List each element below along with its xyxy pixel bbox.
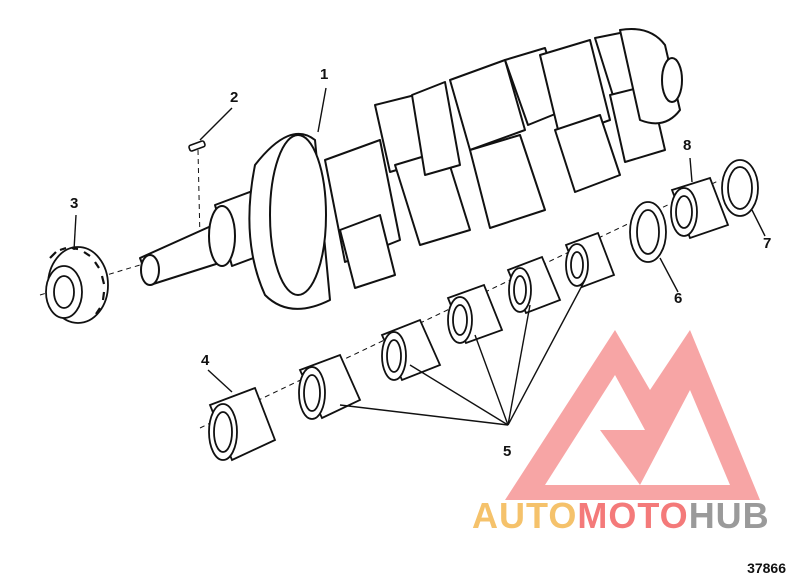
watermark-hub: HUB [688,495,770,536]
main-bearing-5 [506,255,562,315]
watermark-text: AUTOMOTOHUB [472,498,770,534]
rear-ring [721,159,759,217]
main-bearing-6 [564,231,616,289]
callout-1: 1 [320,66,329,83]
callout-7: 7 [763,235,772,252]
woodruff-key [188,140,206,152]
watermark-logo [505,330,760,500]
callout-4: 4 [201,352,210,369]
callout-6: 6 [674,290,683,307]
thrust-washer [629,201,667,263]
rear-main-bearing [670,176,730,240]
crankshaft [139,28,683,310]
watermark-moto: MOTO [577,495,689,536]
leader-lines [73,87,766,426]
main-bearing-front [208,386,277,462]
callout-2: 2 [230,89,239,106]
figure-number: 37866 [747,560,786,576]
main-bearing-3 [380,318,442,382]
watermark-auto: AUTO [472,495,578,536]
callout-5: 5 [503,443,512,460]
crankshaft-gear [45,246,109,324]
callout-8: 8 [683,137,692,154]
callout-3: 3 [70,195,79,212]
main-bearing-2 [298,353,362,420]
main-bearing-4 [446,283,504,345]
